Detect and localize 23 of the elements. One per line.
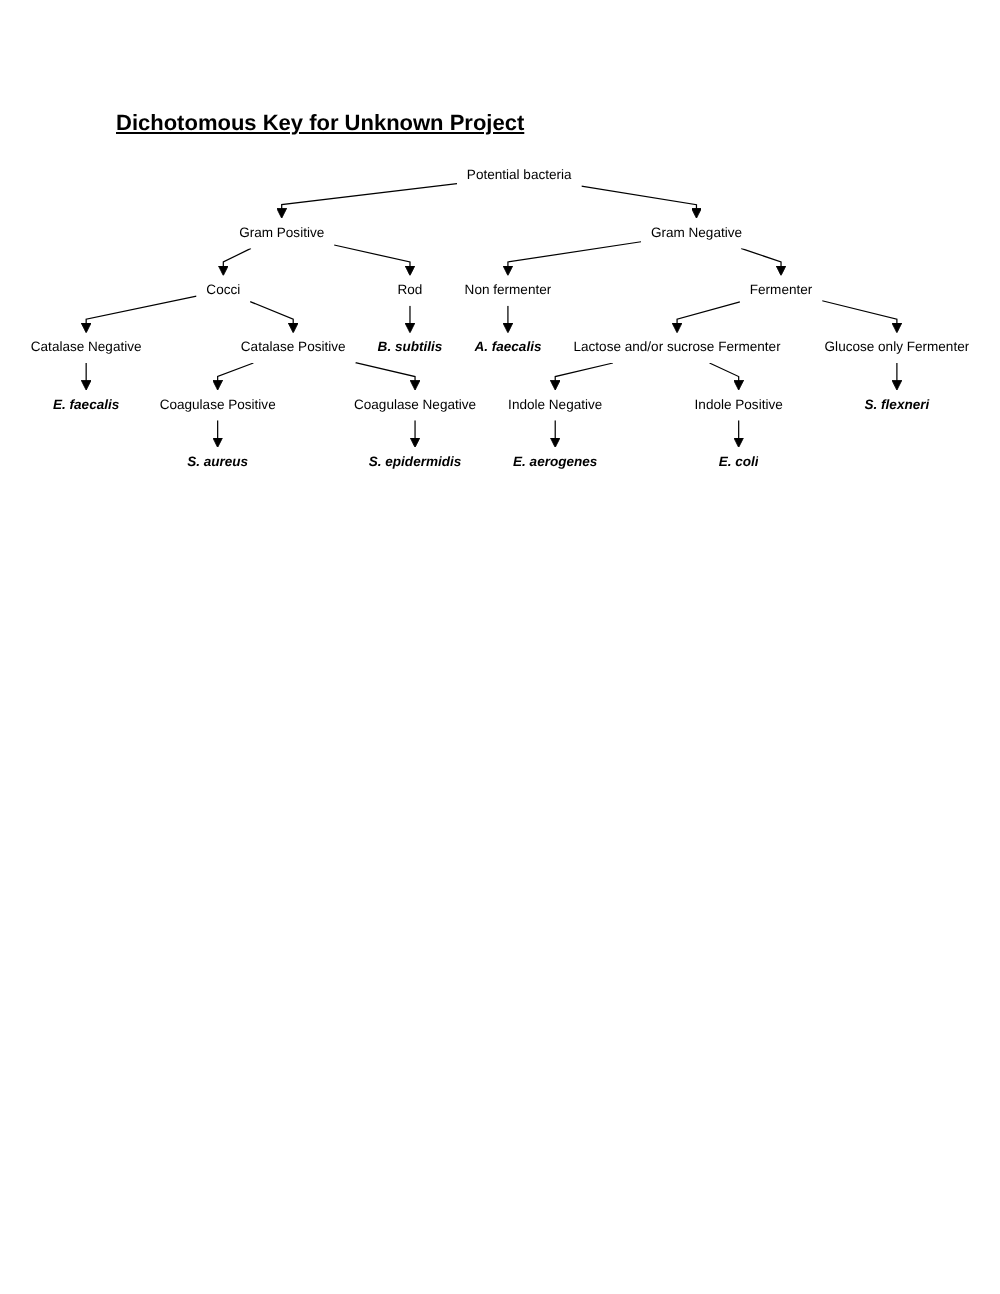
arrow bbox=[217, 247, 252, 276]
arrow bbox=[80, 362, 92, 391]
arrow bbox=[333, 244, 416, 276]
arrow bbox=[502, 241, 642, 276]
arrow bbox=[549, 419, 561, 448]
arrow bbox=[212, 419, 224, 448]
arrow bbox=[821, 300, 903, 334]
arrow bbox=[733, 419, 745, 448]
arrow bbox=[580, 185, 702, 219]
arrow bbox=[740, 247, 787, 276]
arrow bbox=[409, 419, 421, 448]
arrow bbox=[404, 305, 416, 334]
title: Dichotomous Key for Unknown Project bbox=[116, 112, 525, 136]
arrow bbox=[212, 362, 254, 391]
arrow bbox=[671, 301, 741, 334]
arrow bbox=[249, 301, 299, 334]
arrow bbox=[276, 182, 458, 219]
arrow bbox=[549, 362, 614, 391]
arrow bbox=[891, 362, 903, 391]
arrow bbox=[502, 305, 514, 334]
arrow bbox=[708, 362, 745, 391]
arrow bbox=[354, 361, 421, 391]
arrow bbox=[80, 295, 198, 334]
